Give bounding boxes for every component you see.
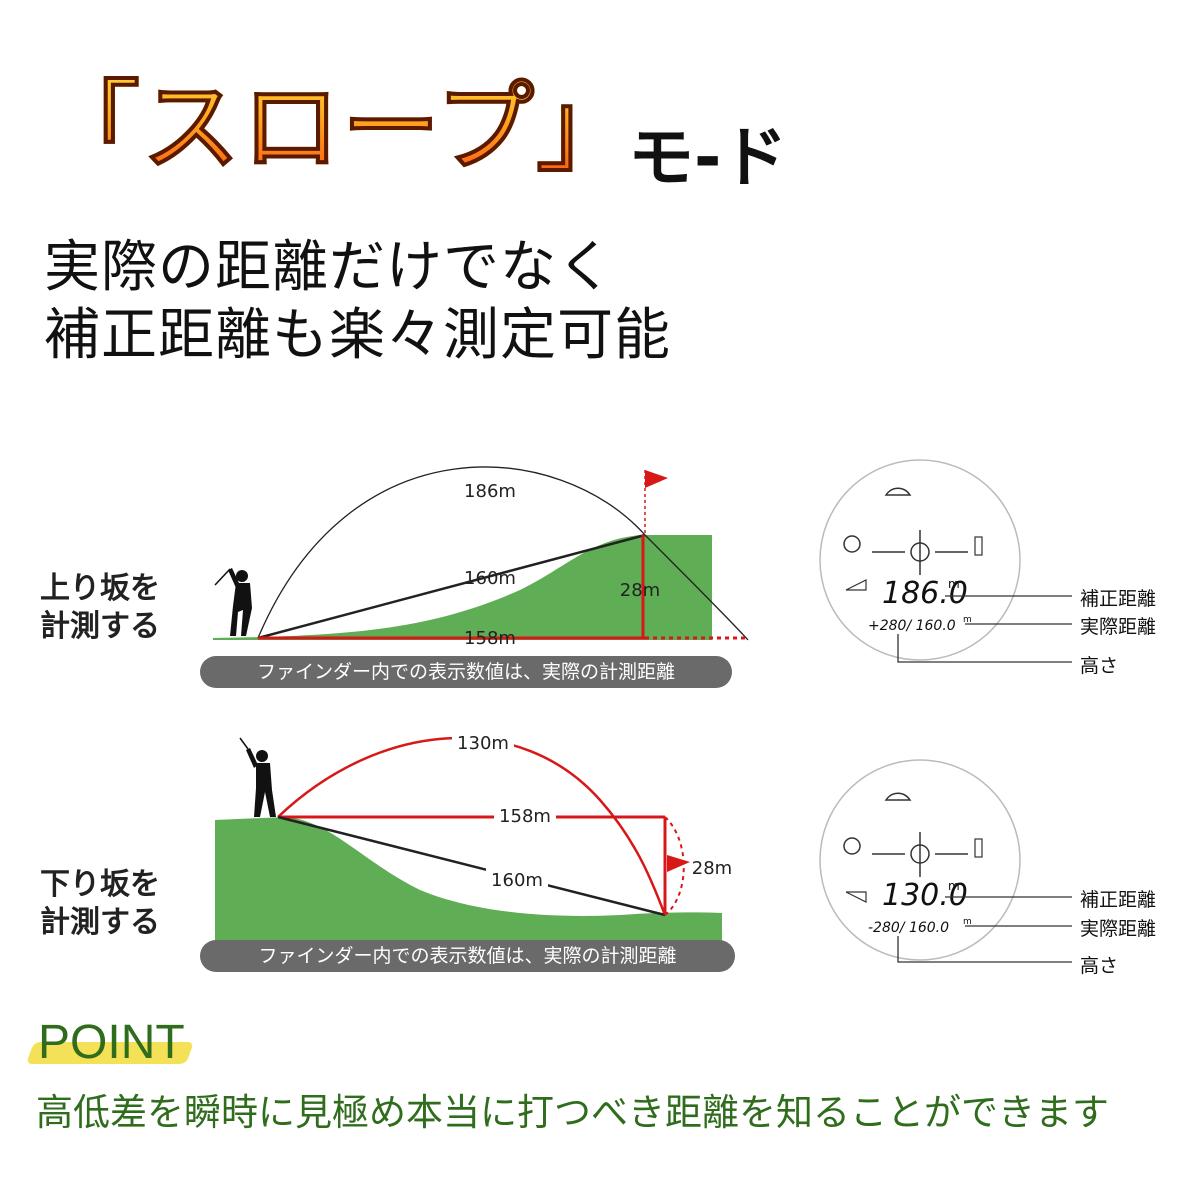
scope-downhill-sub-reading: -280/ 160.0 (868, 920, 949, 936)
downhill-arc-distance: 130m (457, 733, 509, 754)
downhill-height-dotted-arc (664, 816, 685, 916)
scope-downhill-callout-corrected: 補正距離 (1080, 889, 1157, 911)
uphill-caption: ファインダー内での表示数値は、実際の計測距離 (200, 656, 732, 688)
uphill-height: 28m (620, 580, 660, 601)
uphill-label-line-1: 上り坂を (40, 571, 160, 606)
uphill-label: 上り坂を 計測する (40, 570, 160, 646)
uphill-arc-line (257, 466, 749, 641)
scope-uphill-slope-icon (845, 579, 867, 591)
scope-uphill-flag-icon (843, 535, 861, 553)
mode-title: 「スロープ」 (41, 48, 636, 190)
headline-line-2: 補正距離も楽々測定可能 (44, 303, 671, 368)
downhill-flat-distance: 158m (499, 806, 551, 827)
scope-uphill-battery-icon (974, 536, 983, 556)
scope-uphill: 186.0 m +280/ 160.0 m (819, 459, 1072, 663)
downhill-arc-line (277, 736, 667, 916)
uphill-golfer-icon (214, 568, 252, 636)
scope-downhill-battery-icon (974, 838, 983, 858)
headline-line-1: 実際の距離だけでなく (44, 235, 614, 300)
uphill-slope-line (257, 533, 646, 640)
scope-uphill-callout-height: 高さ (1080, 655, 1119, 677)
downhill-diagram: 130m 158m 160m 28m (215, 730, 732, 942)
downhill-golfer-icon (239, 737, 276, 817)
uphill-diagram: 186m 160m 28m 158m (213, 466, 749, 649)
downhill-slope-line (277, 815, 666, 917)
scope-downhill-sub-unit: m (963, 917, 972, 927)
downhill-caption: ファインダー内での表示数値は、実際の計測距離 (200, 940, 735, 972)
scope-downhill-unit: m (948, 879, 960, 893)
scope-uphill-callout-corrected: 補正距離 (1080, 588, 1157, 610)
downhill-slope-distance: 160m (491, 870, 543, 891)
scope-uphill-sub-reading: +280/ 160.0 (868, 618, 956, 634)
scope-uphill-crosshair-icon (910, 542, 930, 562)
scope-downhill-main-reading: 130.0 (882, 878, 968, 913)
scope-downhill-slope-icon (845, 891, 867, 903)
uphill-flag-icon (645, 470, 668, 488)
scope-downhill: 130.0 m -280/ 160.0 m (819, 759, 1072, 963)
point-text: 高低差を瞬時に見極め本当に打つべき距離を知ることができます (36, 1091, 1109, 1134)
scope-uphill-main-reading: 186.0 (882, 576, 968, 611)
scope-downhill-callout-height: 高さ (1080, 955, 1119, 977)
mode-title-suffix: モ-ド (628, 119, 788, 196)
uphill-grass (213, 535, 712, 640)
scope-downhill-flag-icon (843, 837, 861, 855)
downhill-label-line-2: 計測する (40, 905, 160, 940)
uphill-arc-distance: 186m (464, 481, 516, 502)
downhill-grass (215, 817, 722, 942)
scope-downhill-callout-actual: 実際距離 (1080, 918, 1157, 940)
scope-downhill-mode-icon (884, 792, 912, 801)
scope-uphill-unit: m (948, 577, 960, 591)
scope-uphill-mode-icon (884, 487, 912, 496)
scope-downhill-crosshair-icon (910, 844, 930, 864)
point-title: POINT (38, 1016, 185, 1069)
scope-uphill-callout-actual: 実際距離 (1080, 616, 1157, 638)
uphill-label-line-2: 計測する (40, 609, 160, 644)
uphill-slope-distance: 160m (464, 568, 516, 589)
downhill-label-line-1: 下り坂を (40, 867, 160, 902)
uphill-flat-distance: 158m (464, 628, 516, 649)
downhill-label: 下り坂を 計測する (40, 866, 160, 942)
scope-uphill-sub-unit: m (963, 615, 972, 625)
downhill-height: 28m (692, 858, 732, 879)
downhill-flag-icon (667, 855, 690, 872)
